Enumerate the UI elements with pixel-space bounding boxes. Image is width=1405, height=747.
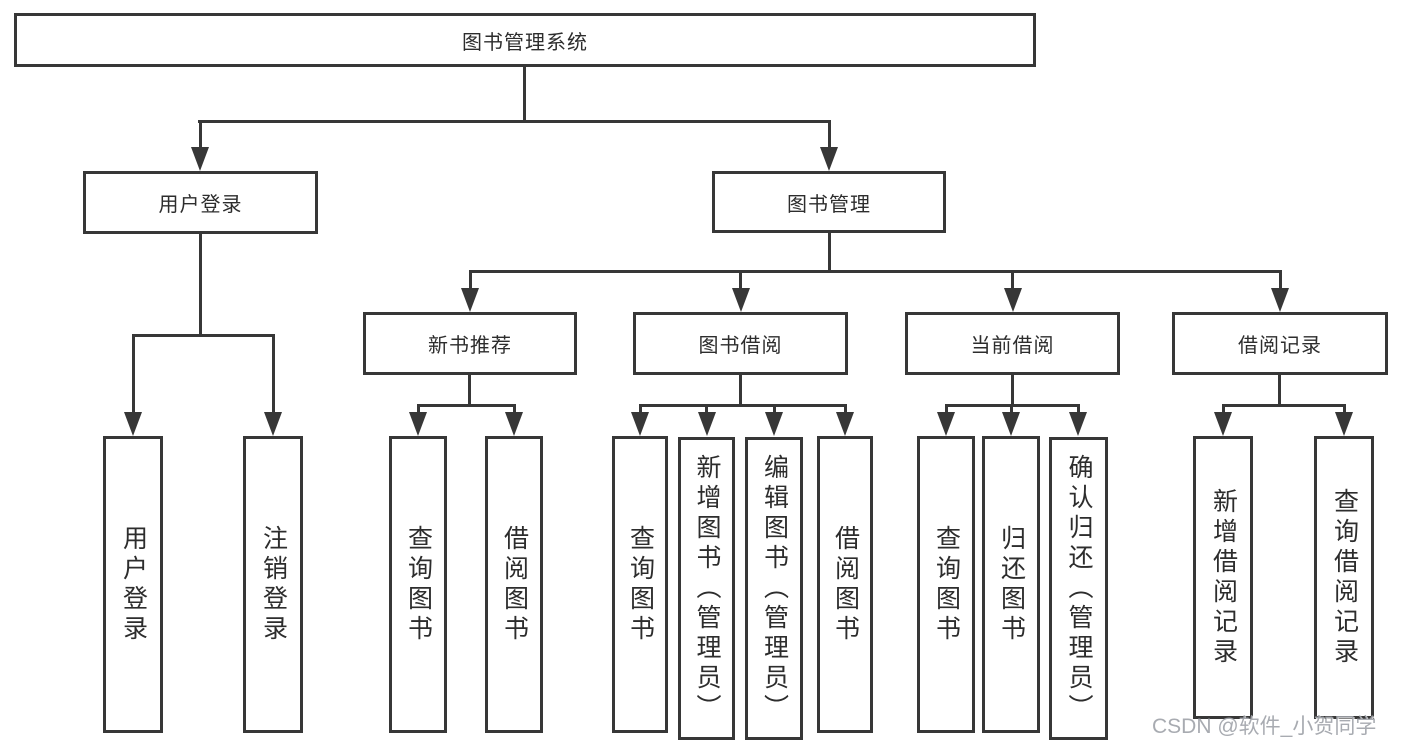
connector-line [828,120,831,156]
connector-line [1011,270,1014,300]
connector-line [199,234,202,337]
node-root: 图书管理系统 [14,13,1036,67]
connector-line [468,375,471,407]
connector-line [739,270,742,300]
arrowhead-down-icon [124,412,142,436]
arrowhead-down-icon [820,147,838,171]
node-current-borrow: 当前借阅 [905,312,1120,375]
node-leaf-logout: 注销登录 [243,436,303,733]
node-leaf-query-borrow-record: 查询借阅记录 [1314,436,1374,719]
connector-line [1011,375,1014,407]
connector-line [1279,270,1282,300]
connector-line [828,233,831,273]
connector-line [417,404,515,407]
arrowhead-down-icon [1069,412,1087,436]
arrowhead-down-icon [937,412,955,436]
node-leaf-return-books: 归还图书 [982,436,1040,733]
watermark-text: CSDN @软件_小贺同学 [1152,715,1377,738]
node-leaf-user-login: 用户登录 [103,436,163,733]
arrowhead-down-icon [836,412,854,436]
node-leaf-add-borrow-record: 新增借阅记录 [1193,436,1253,719]
arrowhead-down-icon [264,412,282,436]
connector-line [132,334,275,337]
connector-line [469,270,1282,273]
connector-line [199,120,202,156]
connector-line [272,334,275,420]
connector-line [469,270,472,300]
arrowhead-down-icon [1002,412,1020,436]
connector-line [1222,404,1345,407]
arrowhead-down-icon [505,412,523,436]
arrowhead-down-icon [1214,412,1232,436]
node-leaf-edit-books-admin: 编辑图书（管理员） [745,437,803,740]
node-book-borrow: 图书借阅 [633,312,848,375]
connector-line [1278,375,1281,407]
arrowhead-down-icon [732,288,750,312]
arrowhead-down-icon [191,147,209,171]
node-borrow-records: 借阅记录 [1172,312,1388,375]
arrowhead-down-icon [631,412,649,436]
node-leaf-borrow-books-borrow: 借阅图书 [817,436,873,733]
node-book-management: 图书管理 [712,171,946,233]
arrowhead-down-icon [765,412,783,436]
node-leaf-query-books-recommend: 查询图书 [389,436,447,733]
node-leaf-query-books-current: 查询图书 [917,436,975,733]
node-user-login: 用户登录 [83,171,318,234]
node-leaf-query-books-borrow: 查询图书 [612,436,668,733]
node-new-book-recommend: 新书推荐 [363,312,577,375]
node-leaf-add-books-admin: 新增图书（管理员） [678,437,735,740]
arrowhead-down-icon [461,288,479,312]
arrowhead-down-icon [698,412,716,436]
connector-line [523,67,526,123]
connector-line [739,375,742,407]
connector-line [132,334,135,420]
arrowhead-down-icon [1271,288,1289,312]
connector-line [198,120,831,123]
arrowhead-down-icon [1004,288,1022,312]
arrowhead-down-icon [409,412,427,436]
connector-line [639,404,847,407]
node-leaf-confirm-return-admin: 确认归还（管理员） [1049,437,1108,740]
arrowhead-down-icon [1335,412,1353,436]
node-leaf-borrow-books-recommend: 借阅图书 [485,436,543,733]
